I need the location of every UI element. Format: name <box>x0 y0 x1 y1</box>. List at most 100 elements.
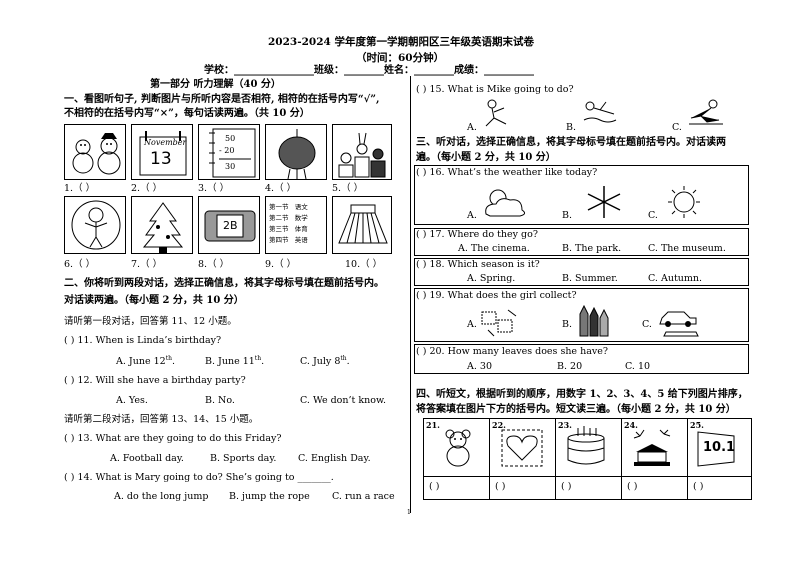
q18-question[interactable]: ( ) 18. Which season is it? <box>416 259 540 270</box>
q18-option-c[interactable]: C. Autumn. <box>648 273 703 284</box>
schedule-table: 第一节 语文 第二节 数学 第三节 体育 第四节 英语 <box>269 202 308 246</box>
q12-option-c[interactable]: C. We don’t know. <box>300 395 386 406</box>
sun-icon <box>668 186 700 218</box>
q7-label[interactable]: 7.（ ） <box>131 259 163 270</box>
q14-question[interactable]: ( ) 14. What is Mary going to do? She’s … <box>64 472 334 483</box>
q15-option-a[interactable]: A. <box>467 122 477 133</box>
q10-label[interactable]: 10.（ ） <box>345 259 383 270</box>
schedule-period: 第三节 <box>269 225 289 233</box>
q20-option-c[interactable]: C. 10 <box>625 361 651 372</box>
cell-21-number: 21. <box>426 420 440 430</box>
q8-label[interactable]: 8.（ ） <box>198 259 230 270</box>
pencils-icon <box>579 304 609 337</box>
q13-question[interactable]: ( ) 13. What are they going to do this F… <box>64 433 282 444</box>
q6-label[interactable]: 6.（ ） <box>64 259 96 270</box>
q20-box <box>414 344 749 374</box>
q14-option-c[interactable]: C. run a race <box>332 491 395 502</box>
q12-option-b[interactable]: B. No. <box>205 395 235 406</box>
q16-question[interactable]: ( ) 16. What’s the weather like today? <box>416 167 598 178</box>
q11-question[interactable]: ( ) 11. When is Linda’s birthday? <box>64 335 222 346</box>
sec2-instr-2: 对话读两遍。（每小题 2 分，共 10 分） <box>64 295 244 306</box>
q20-question[interactable]: ( ) 20. How many leaves does she have? <box>416 346 608 357</box>
q4-label[interactable]: 4.（ ） <box>265 183 297 194</box>
q13-option-c[interactable]: C. English Day. <box>298 453 371 464</box>
q17-question[interactable]: ( ) 17. Where do they go? <box>416 229 538 240</box>
schedule-subject: 体育 <box>294 225 308 233</box>
q5-label[interactable]: 5.（ ） <box>332 183 364 194</box>
q20-option-b[interactable]: B. 20 <box>557 361 583 372</box>
schedule-subject: 语文 <box>294 203 308 211</box>
exam-title: 2023-2024 学年度第一学期朝阳区三年级英语期末试卷 <box>268 36 534 48</box>
cell-25-number: 25. <box>690 420 704 430</box>
pic-7-christmas-tree <box>131 196 193 254</box>
q11-option-a[interactable]: A. June 12th. <box>116 355 175 368</box>
podium-animals-icon <box>338 132 386 178</box>
flag-date-text: 10.1 <box>703 440 736 455</box>
q1-label[interactable]: 1.（ ） <box>64 183 96 194</box>
q13-option-b[interactable]: B. Sports day. <box>210 453 277 464</box>
dialog1-note: 请听第一段对话，回答第 11、12 小题。 <box>64 316 237 327</box>
q14-option-a[interactable]: A. do the long jump <box>114 491 209 502</box>
q23-answer[interactable]: ( ) <box>561 481 572 492</box>
q25-answer[interactable]: ( ) <box>693 481 704 492</box>
q17-option-b[interactable]: B. The park. <box>562 243 622 254</box>
pic-1-snowman-kids <box>64 124 126 180</box>
q15-question[interactable]: ( ) 15. What is Mike going to do? <box>416 84 574 95</box>
part1-title: 第一部分 听力理解（40 分） <box>150 79 281 90</box>
tiananmen-fireworks-icon <box>633 429 671 466</box>
q19-option-a[interactable]: A. <box>467 319 477 330</box>
q12-question[interactable]: ( ) 12. Will she have a birthday party? <box>64 375 246 386</box>
toy-cars-icon <box>659 311 699 337</box>
cell-23-number: 23. <box>558 420 572 430</box>
q15-option-c[interactable]: C. <box>672 122 682 133</box>
national-flag-icon <box>697 431 735 467</box>
q11-option-c[interactable]: C. July 8th. <box>300 355 350 368</box>
q2-label[interactable]: 2.（ ） <box>131 183 163 194</box>
sec2-instr-1: 二、你将听到两段对话，选择正确信息，将其字母标号填在题前括号内。 <box>64 278 384 289</box>
q12-option-a[interactable]: A. Yes. <box>116 395 148 406</box>
skirt-icon <box>338 204 388 244</box>
schedule-period: 第四节 <box>269 236 289 244</box>
q17-option-a[interactable]: A. The cinema. <box>458 243 530 254</box>
q19-option-c[interactable]: C. <box>642 319 652 330</box>
sec3-instr-2: 遍。（每小题 2 分，共 10 分） <box>416 152 556 163</box>
lantern-icon <box>278 129 316 180</box>
q20-option-a[interactable]: A. 30 <box>467 361 492 372</box>
q15-option-b[interactable]: B. <box>566 122 577 133</box>
skating-boy-icon <box>689 99 723 125</box>
stamps-icon <box>481 309 517 337</box>
q16-box <box>414 165 749 225</box>
q18-option-a[interactable]: A. Spring. <box>467 273 516 284</box>
pic-8-pencil-box: 2B <box>198 196 260 254</box>
q24-answer[interactable]: ( ) <box>627 481 638 492</box>
info-line: 学校：________________班级：________姓名：_______… <box>204 65 534 76</box>
q19-option-b[interactable]: B. <box>562 319 573 330</box>
q16-option-b[interactable]: B. <box>562 210 573 221</box>
q22-answer[interactable]: ( ) <box>495 481 506 492</box>
q21-answer[interactable]: ( ) <box>429 481 440 492</box>
q3-label[interactable]: 3.（ ） <box>198 183 230 194</box>
cloudy-sun-icon <box>485 189 526 217</box>
q13-option-a[interactable]: A. Football day. <box>110 453 184 464</box>
snowflake-icon <box>587 186 621 218</box>
q17-option-c[interactable]: C. The museum. <box>648 243 726 254</box>
q16-option-a[interactable]: A. <box>467 210 477 221</box>
q11-option-b[interactable]: B. June 11th. <box>205 355 265 368</box>
dialog2-note: 请听第二段对话，回答第 13、14、15 小题。 <box>64 414 259 425</box>
q18-option-b[interactable]: B. Summer. <box>562 273 618 284</box>
pic-6-girl-jumprope <box>64 196 126 254</box>
pic-10-skirt <box>332 196 392 254</box>
math-line-1: 50 <box>225 134 236 143</box>
q14-option-b[interactable]: B. jump the rope <box>229 491 310 502</box>
pic-3-math: 50 - 20 30 <box>198 124 260 180</box>
q16-option-c[interactable]: C. <box>648 210 658 221</box>
long-jump-boy-icon <box>485 99 507 127</box>
calendar-day: 13 <box>150 149 172 169</box>
time-note: （时间：60分钟） <box>356 52 445 64</box>
swimming-boy-icon <box>583 101 617 123</box>
birthday-cake-icon <box>567 426 605 465</box>
q9-label[interactable]: 9.（ ） <box>265 259 297 270</box>
q19-question[interactable]: ( ) 19. What does the girl collect? <box>416 290 577 301</box>
pic-9-schedule: 第一节 语文 第二节 数学 第三节 体育 第四节 英语 <box>265 196 327 254</box>
sec3-instr-1: 三、听对话，选择正确信息，将其字母标号填在题前括号内。对话读两 <box>416 137 726 148</box>
